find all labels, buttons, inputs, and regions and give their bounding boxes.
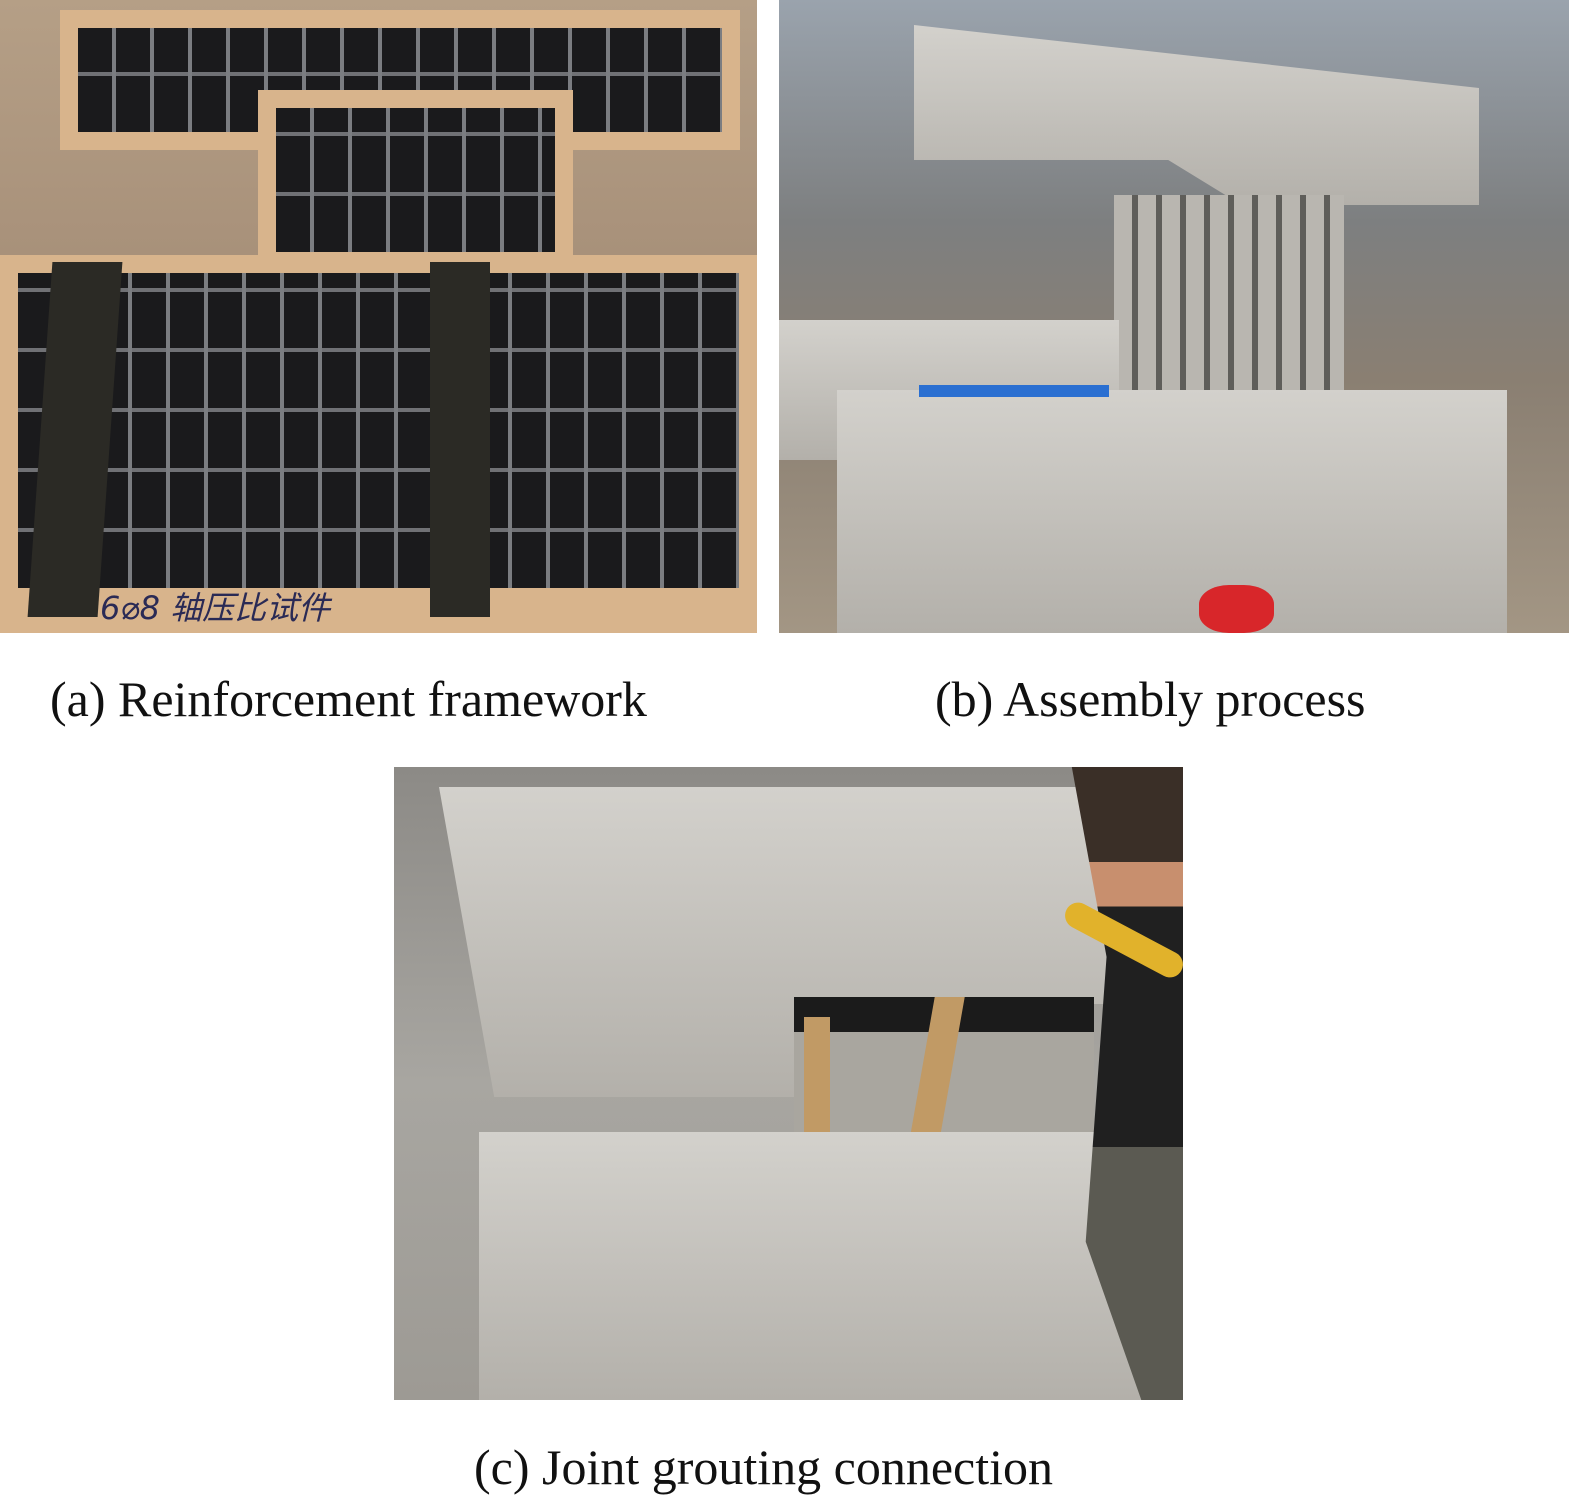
- reinforcement-framework-photo: 6⌀8 轴压比试件: [0, 0, 757, 633]
- caption-b: (b) Assembly process: [935, 671, 1366, 727]
- handwritten-label: 6⌀8 轴压比试件: [100, 589, 331, 627]
- joint-grouting-photo: [394, 767, 1183, 1400]
- assembly-process-photo: [779, 0, 1569, 633]
- caption-c: (c) Joint grouting connection: [474, 1439, 1054, 1495]
- caption-a: (a) Reinforcement framework: [50, 671, 647, 727]
